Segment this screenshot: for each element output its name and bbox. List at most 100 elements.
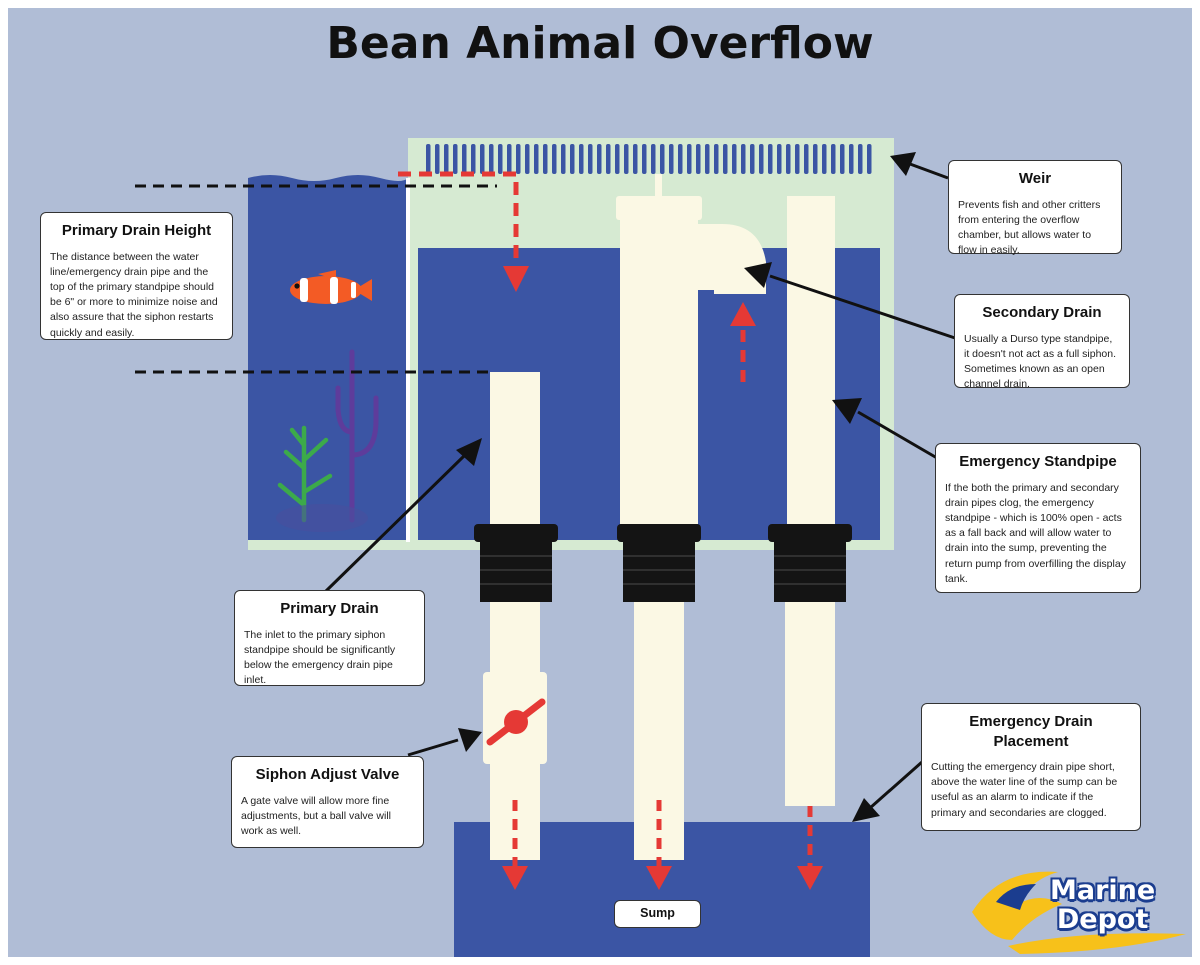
- weir-slot: [831, 144, 836, 174]
- fitting-thread-lines: [480, 555, 846, 585]
- weir-slot: [615, 144, 620, 174]
- secondary-drain-callout-title: Secondary Drain: [982, 304, 1102, 321]
- weir-slot: [651, 144, 656, 174]
- weir-callout: Weir Prevents fish and other critters fr…: [948, 160, 1122, 256]
- weir-slot: [741, 144, 746, 174]
- weir-slot: [867, 144, 872, 174]
- weir-slot: [696, 144, 701, 174]
- callout-leaders: [323, 162, 956, 810]
- weir-slot: [777, 144, 782, 174]
- weir-slot: [795, 144, 800, 174]
- weir-slots: [426, 144, 872, 174]
- weir-slot: [723, 144, 728, 174]
- emergency-drain-placement-callout-text: Cutting the emergency drain pipe short, …: [931, 761, 1118, 819]
- weir-slot: [633, 144, 638, 174]
- page-title: Bean Animal Overflow: [326, 18, 874, 69]
- weir-slot: [660, 144, 665, 174]
- weir-slot: [570, 144, 575, 174]
- weir-slot: [516, 144, 521, 174]
- siphon-adjust-valve-callout: Siphon Adjust Valve A gate valve will al…: [231, 756, 424, 848]
- callout-leader-arrowheads: [456, 152, 916, 822]
- weir-slot: [813, 144, 818, 174]
- sump-label: Sump: [614, 900, 701, 928]
- weir-slot: [471, 144, 476, 174]
- weir-slot: [624, 144, 629, 174]
- weir-slot: [669, 144, 674, 174]
- weir-flow-arrow: [398, 171, 519, 270]
- logo-line-depot: Depot: [1056, 904, 1149, 935]
- durso-cap: [616, 196, 702, 220]
- weir-callout-text: Prevents fish and other critters from en…: [958, 198, 1101, 257]
- weir-slot: [543, 144, 548, 174]
- display-tank-water: [248, 175, 408, 540]
- valve-handle-icon: [486, 698, 546, 746]
- emergency-pipe-lower: [785, 602, 835, 806]
- weir-callout-title: Weir: [1018, 170, 1052, 187]
- secondary-fitting-flange: [617, 524, 701, 542]
- weir-slot: [561, 144, 566, 174]
- weir-slot: [849, 144, 854, 174]
- weir-slot: [462, 144, 467, 174]
- siphon-adjust-valve-callout-text: A gate valve will allow more fine adjust…: [241, 794, 391, 837]
- tank-divider-wall: [406, 178, 410, 542]
- weir-slot: [597, 144, 602, 174]
- primary-fitting-threads: [480, 542, 552, 602]
- logo-line-marine: Marine: [1050, 875, 1156, 906]
- emergency-fitting-threads: [774, 542, 846, 602]
- primary-outflow-arrowhead: [502, 866, 528, 890]
- weir-flow-arrowhead: [503, 266, 529, 292]
- primary-fitting-flange: [474, 524, 558, 542]
- siphon-adjust-valve-callout-title: Siphon Adjust Valve: [255, 766, 400, 783]
- weir-slot: [732, 144, 737, 174]
- weir-slot: [750, 144, 755, 174]
- weir-slot: [642, 144, 647, 174]
- primary-drain-callout-text: The inlet to the primary siphon standpip…: [244, 628, 396, 687]
- marine-depot-logo: Marine Depot: [1050, 876, 1155, 934]
- secondary-drain-callout: Secondary Drain Usually a Durso type sta…: [954, 294, 1130, 390]
- weir-slot: [480, 144, 485, 174]
- secondary-outflow-arrowhead: [646, 866, 672, 890]
- secondary-flow-arrowhead: [730, 302, 756, 326]
- weir-slot: [705, 144, 710, 174]
- weir-slot: [588, 144, 593, 174]
- emergency-standpipe-callout: Emergency Standpipe If the both the prim…: [935, 443, 1141, 593]
- emergency-standpipe-callout-title: Emergency Standpipe: [959, 453, 1117, 470]
- emergency-fitting-flange: [768, 524, 852, 542]
- weir-slot: [768, 144, 773, 174]
- weir-slot: [453, 144, 458, 174]
- secondary-drain-callout-text: Usually a Durso type standpipe, it doesn…: [964, 332, 1117, 391]
- weir-slot: [525, 144, 530, 174]
- secondary-fitting-threads: [623, 542, 695, 602]
- emergency-pipe-upper: [787, 196, 835, 530]
- emergency-outflow-arrowhead: [797, 866, 823, 890]
- secondary-pipe-lower: [634, 602, 684, 860]
- weir-slot: [435, 144, 440, 174]
- weir-slot: [822, 144, 827, 174]
- emergency-drain-placement-callout: Emergency Drain Placement Cutting the em…: [921, 703, 1141, 831]
- weir-slot: [552, 144, 557, 174]
- weir-slot: [579, 144, 584, 174]
- marine-depot-logo-icon: [972, 871, 1186, 954]
- weir-slot: [759, 144, 764, 174]
- weir-slot: [804, 144, 809, 174]
- clownfish: [290, 270, 372, 304]
- weir-slot: [687, 144, 692, 174]
- weir-slot: [444, 144, 449, 174]
- primary-standpipe: [490, 372, 540, 526]
- weir-slot: [786, 144, 791, 174]
- weir-slot: [840, 144, 845, 174]
- weir-slot: [489, 144, 494, 174]
- primary-drain-callout: Primary Drain The inlet to the primary s…: [234, 590, 425, 686]
- primary-drain-height-callout-title: Primary Drain Height: [61, 222, 212, 239]
- primary-drain-callout-title: Primary Drain: [280, 600, 379, 617]
- weir-slot: [714, 144, 719, 174]
- durso-elbow: [698, 224, 766, 294]
- primary-drain-height-callout: Primary Drain Height The distance betwee…: [40, 212, 233, 340]
- weir-slot: [507, 144, 512, 174]
- weir-slot: [426, 144, 431, 174]
- weir-slot: [858, 144, 863, 174]
- tank-bottom-rim: [248, 540, 418, 550]
- weir-slot: [678, 144, 683, 174]
- purple-coral: [335, 349, 379, 523]
